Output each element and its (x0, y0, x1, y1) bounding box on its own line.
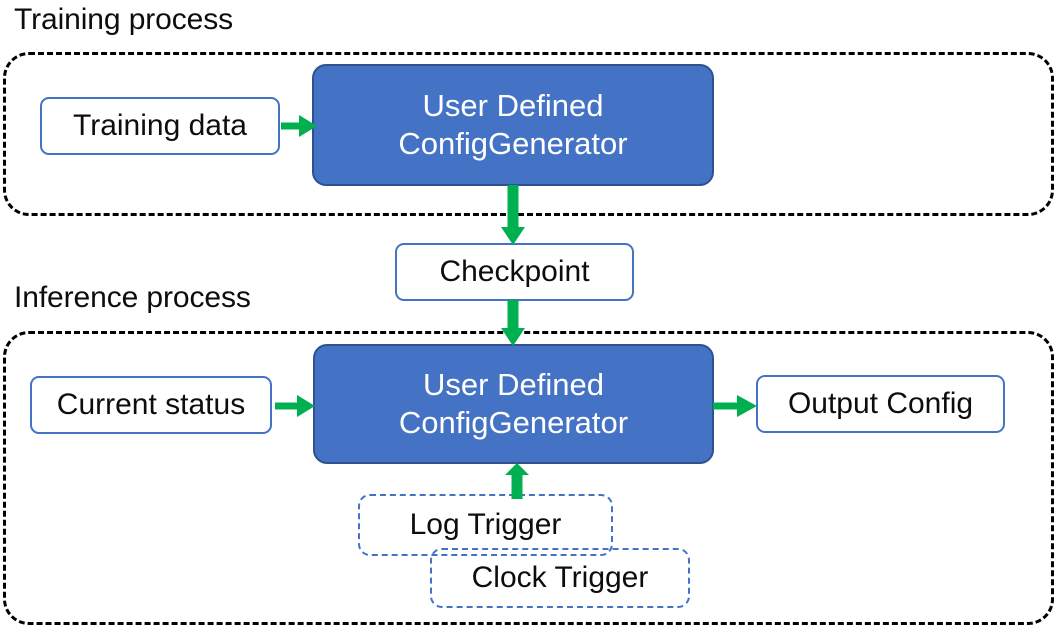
clock-trigger-node[interactable]: Clock Trigger (430, 548, 690, 608)
inference-process-group (3, 331, 1054, 625)
training-config-generator-node[interactable]: User Defined ConfigGenerator (312, 64, 714, 186)
inference-process-label: Inference process (14, 281, 251, 314)
output-config-node[interactable]: Output Config (756, 375, 1005, 433)
log-trigger-node[interactable]: Log Trigger (358, 494, 613, 556)
arrow-training-data-to-generator (281, 110, 319, 142)
checkpoint-label: Checkpoint (439, 255, 590, 289)
arrow-trigger-to-generator (501, 463, 533, 499)
training-process-group (3, 52, 1054, 216)
current-status-label: Current status (56, 388, 246, 422)
inference-generator-line2: ConfigGenerator (398, 405, 629, 440)
training-data-label: Training data (73, 109, 247, 143)
current-status-node[interactable]: Current status (30, 376, 272, 434)
clock-trigger-label: Clock Trigger (471, 561, 649, 595)
log-trigger-label: Log Trigger (409, 508, 562, 542)
training-process-label: Training process (14, 3, 234, 36)
inference-generator-line1: User Defined (423, 367, 604, 402)
inference-config-generator-node[interactable]: User Defined ConfigGenerator (313, 344, 714, 464)
arrow-current-status-to-generator (275, 390, 317, 422)
arrow-checkpoint-to-inference-generator (495, 300, 531, 348)
arrow-generator-to-output-config (713, 390, 759, 422)
arrow-generator-to-checkpoint (495, 185, 531, 247)
training-generator-line1: User Defined (422, 88, 604, 123)
checkpoint-node[interactable]: Checkpoint (395, 243, 634, 301)
output-config-label: Output Config (787, 387, 974, 421)
training-generator-line2: ConfigGenerator (398, 126, 628, 161)
training-data-node[interactable]: Training data (40, 97, 280, 155)
